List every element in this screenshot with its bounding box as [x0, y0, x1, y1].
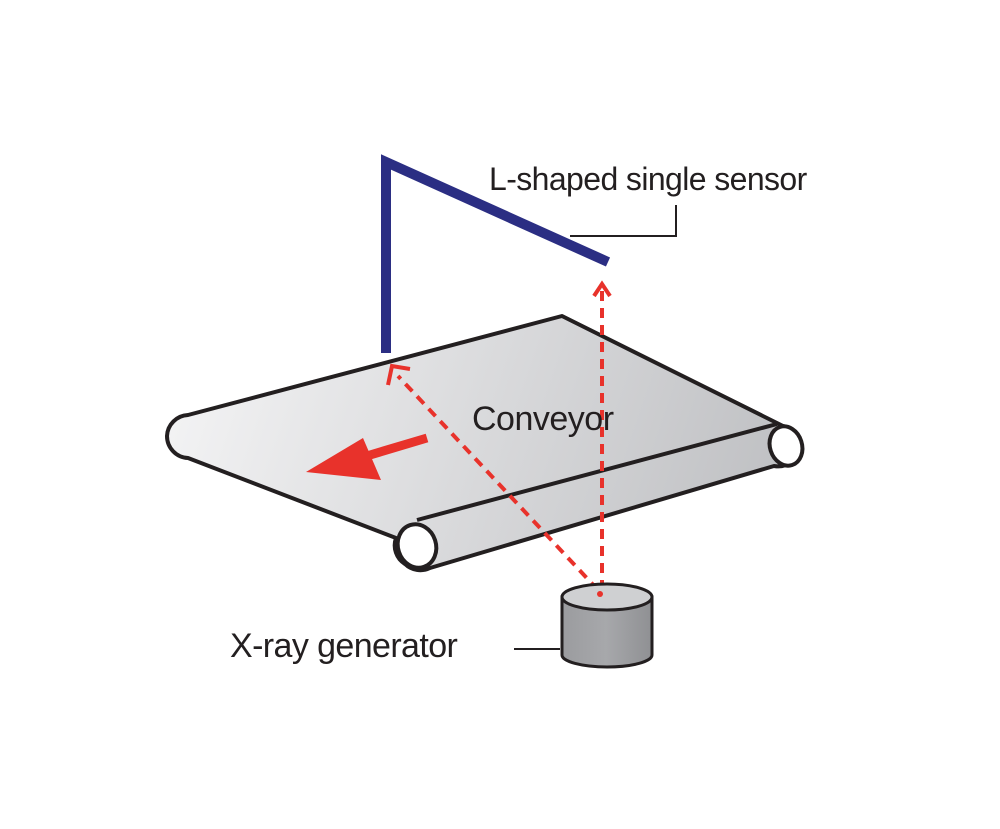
xray-generator-label: X-ray generator [230, 627, 458, 665]
generator-source-point [597, 591, 603, 597]
conveyor-belt-lower-edge [416, 422, 778, 522]
sensor-leader-line [570, 205, 677, 237]
conveyor-label: Conveyor [472, 400, 614, 438]
xray-beams [386, 280, 612, 592]
conveyor-front-roller [395, 522, 439, 570]
conveyor-back-roller [767, 424, 805, 468]
sensor-label: L-shaped single sensor [489, 161, 807, 197]
xray-beam-diagonal [396, 374, 600, 592]
cylinder-icon [560, 582, 654, 669]
generator-top [560, 582, 654, 612]
l-shaped-sensor-icon [381, 154, 611, 353]
xray-beam-diagonal-head [386, 363, 411, 386]
generator-body [560, 595, 654, 669]
xray-beam-vertical-head [592, 280, 612, 298]
conveyor [164, 314, 805, 573]
left-arrow-icon [306, 433, 429, 480]
